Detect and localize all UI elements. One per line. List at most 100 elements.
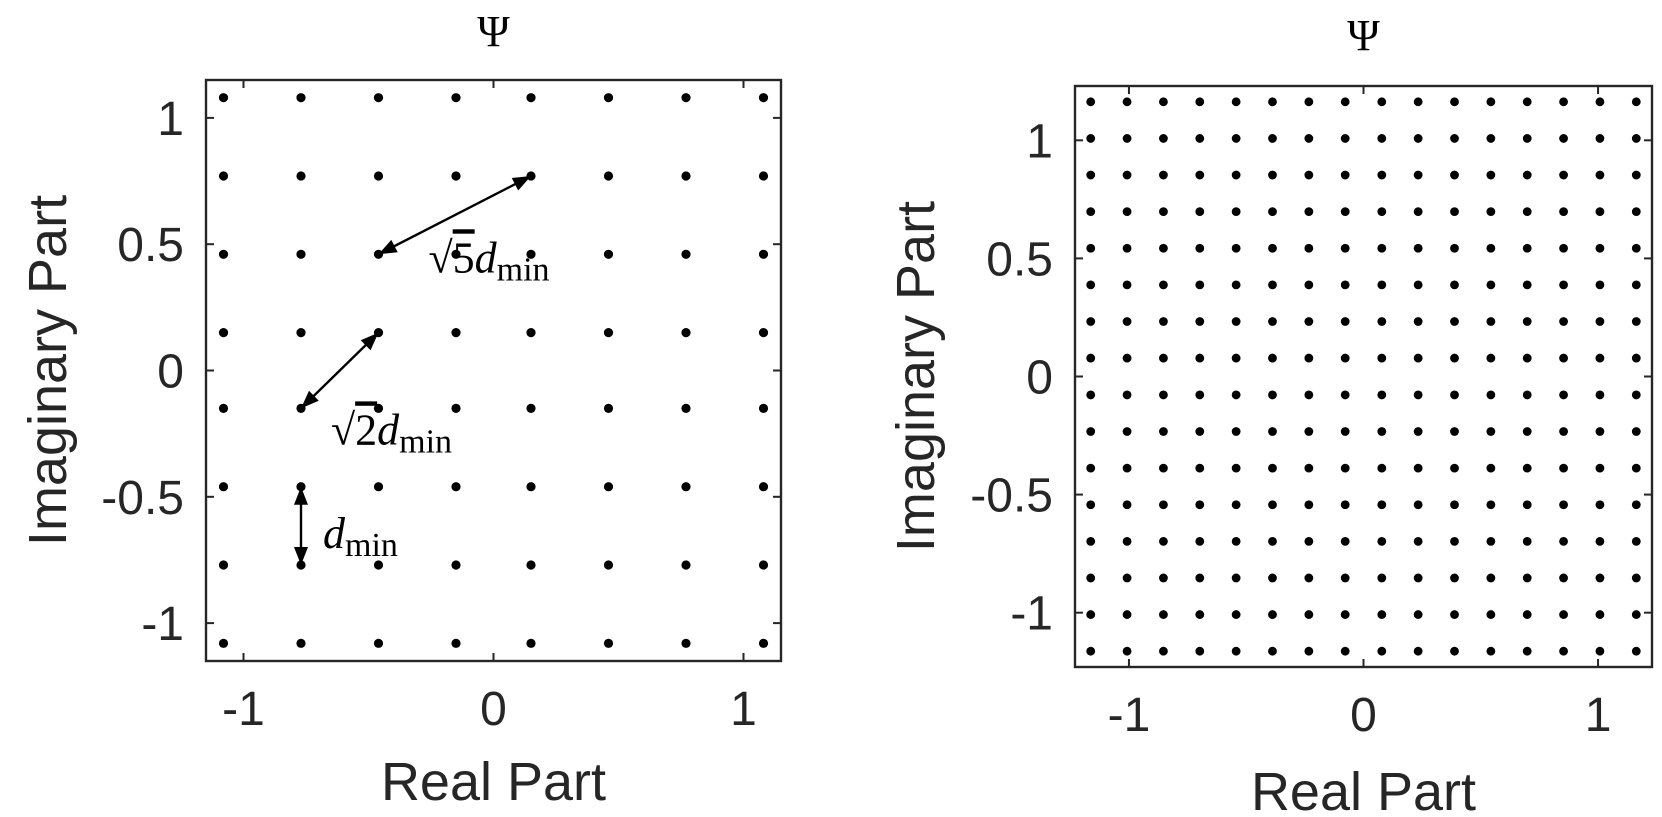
constellation-point: [451, 482, 461, 492]
constellation-point: [1377, 170, 1387, 180]
constellation-point: [1268, 353, 1277, 363]
constellation-point: [1304, 170, 1314, 180]
constellation-point: [1377, 134, 1387, 143]
constellation-point: [1595, 134, 1605, 143]
constellation-point: [1486, 390, 1496, 400]
constellation-point: [1450, 427, 1459, 436]
annotation-variable: d: [323, 509, 346, 558]
constellation-point: [1377, 610, 1387, 619]
constellation-point: [1159, 353, 1168, 363]
constellation-point: [1304, 646, 1314, 656]
constellation-point: [1486, 207, 1496, 217]
chart-title: Ψ: [1347, 11, 1380, 60]
constellation-point: [1450, 243, 1459, 253]
constellation-point: [681, 560, 691, 570]
x-tick-label: 0: [1350, 689, 1377, 742]
constellation-point: [1268, 170, 1277, 180]
constellation-point: [296, 171, 306, 181]
y-tick-label: 0: [1026, 352, 1053, 405]
constellation-point: [1559, 573, 1568, 583]
constellation-point: [1559, 317, 1568, 326]
constellation-point: [1340, 134, 1350, 143]
constellation-point: [1231, 353, 1241, 363]
constellation-point: [218, 482, 229, 492]
annotation-label-sqrt5: √5dmin: [429, 233, 550, 288]
constellation-point: [1522, 536, 1532, 546]
annotation-label-sqrt2: √2dmin: [331, 405, 452, 460]
constellation-point: [1522, 427, 1532, 436]
constellation-point: [1631, 573, 1641, 583]
constellation-point: [451, 560, 461, 570]
constellation-point: [681, 403, 691, 413]
constellation-point: [373, 482, 384, 492]
constellation-point: [1340, 427, 1350, 436]
constellation-point: [1304, 573, 1314, 583]
constellation-point: [451, 171, 461, 181]
constellation-point: [1268, 97, 1277, 107]
constellation-point: [603, 638, 614, 648]
radicand: 2: [355, 405, 377, 454]
constellation-point: [1522, 280, 1532, 290]
constellation-point: [1595, 243, 1605, 253]
constellation-point: [1340, 207, 1350, 217]
constellation-point: [1159, 97, 1168, 107]
constellation-point: [1631, 390, 1641, 400]
constellation-point: [1486, 573, 1496, 583]
x-tick-label: 0: [480, 683, 507, 736]
constellation-point: [1486, 317, 1496, 326]
constellation-point: [1377, 646, 1387, 656]
constellation-point: [526, 328, 536, 338]
constellation-point: [1413, 500, 1423, 510]
constellation-point: [1413, 243, 1423, 253]
constellation-point: [1122, 390, 1132, 400]
arrowhead: [360, 332, 379, 351]
constellation-point: [1122, 463, 1132, 473]
constellation-point: [1522, 170, 1532, 180]
constellation-point: [1122, 536, 1132, 546]
constellation-point: [1086, 646, 1096, 656]
constellation-point: [1195, 610, 1205, 619]
constellation-point: [1450, 207, 1459, 217]
constellation-point: [681, 93, 691, 103]
constellation-point: [1231, 610, 1241, 619]
constellation-point: [1195, 463, 1205, 473]
constellation-point: [1413, 134, 1423, 143]
constellation-point: [1486, 353, 1496, 363]
constellation-point: [603, 403, 614, 413]
constellation-point: [1268, 463, 1277, 473]
constellation-point: [1195, 353, 1205, 363]
constellation-point: [1268, 317, 1277, 326]
constellation-point: [1122, 646, 1132, 656]
constellation-point: [1559, 280, 1568, 290]
constellation-point: [1522, 243, 1532, 253]
constellation-point: [1086, 243, 1096, 253]
constellation-point: [1122, 207, 1132, 217]
constellation-point: [1522, 207, 1532, 217]
constellation-point: [1268, 280, 1277, 290]
constellation-point: [1195, 390, 1205, 400]
constellation-point: [681, 171, 691, 181]
constellation-point: [1122, 573, 1132, 583]
constellation-point: [1486, 536, 1496, 546]
constellation-point: [373, 403, 384, 413]
constellation-point: [1122, 353, 1132, 363]
constellation-point: [1595, 610, 1605, 619]
constellation-point: [1450, 536, 1459, 546]
constellation-point: [1304, 500, 1314, 510]
constellation-point: [1486, 170, 1496, 180]
constellation-point: [1450, 317, 1459, 326]
constellation-point: [1522, 317, 1532, 326]
constellation-point: [1122, 243, 1132, 253]
constellation-point: [1522, 97, 1532, 107]
constellation-point: [1595, 317, 1605, 326]
constellation-point: [1231, 170, 1241, 180]
radicand: 5: [453, 233, 475, 282]
y-axis-label: Imaginary Part: [886, 201, 946, 552]
annotation-subscript: min: [399, 423, 452, 460]
constellation-point: [1631, 134, 1641, 143]
constellation-point: [1377, 573, 1387, 583]
constellation-point: [1377, 390, 1387, 400]
arrowhead: [294, 547, 308, 566]
